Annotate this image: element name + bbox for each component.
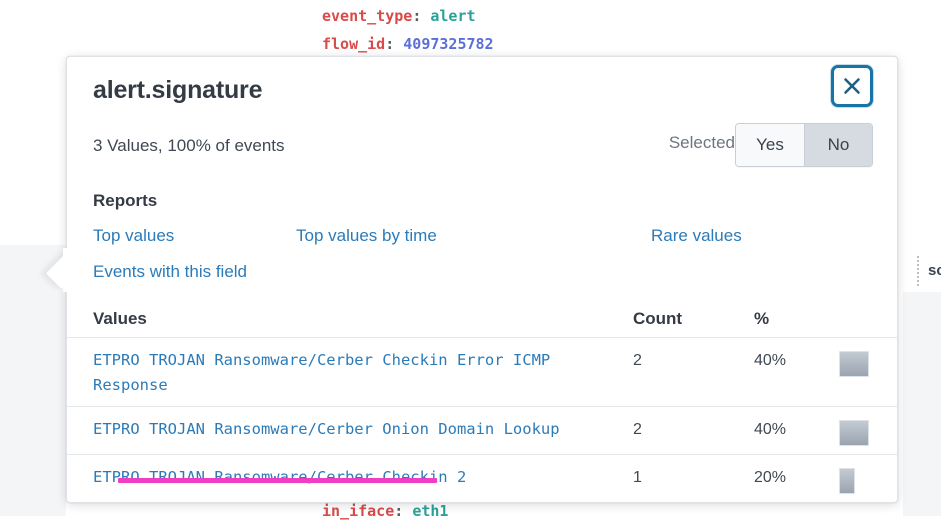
value-bar [839,351,869,377]
cell-bar [839,348,871,377]
field-details-popover: alert.signature 3 Values, 100% of events… [66,56,898,503]
json-key: event_type [322,7,413,25]
dotted-divider [917,256,919,286]
json-value: 4097325782 [403,35,494,53]
value-bar [839,468,855,494]
cell-bar [839,417,871,446]
report-link-events-with-field[interactable]: Events with this field [93,262,248,281]
column-header-count: Count [633,309,683,328]
left-gutter-band [0,245,66,516]
selected-toggle-yes[interactable]: Yes [736,124,804,166]
right-gutter-band [903,292,941,516]
annotation-underline [118,478,437,483]
report-link-top-values-by-time[interactable]: Top values by time [296,226,437,245]
report-link-top-values[interactable]: Top values [93,226,175,245]
json-key: in_iface [322,502,395,520]
cell-percent: 20% [754,469,787,486]
table-row[interactable]: ETPRO TROJAN Ransomware/Cerber Checkin E… [67,338,897,407]
values-table: Values Count % ETPRO TROJAN Ransomware/C… [67,304,897,502]
cell-bar [839,465,871,494]
json-separator: : [412,7,422,25]
json-line-flow-id: flow_id: 4097325782 [322,35,494,53]
cell-percent: 40% [754,352,787,369]
page-title: alert.signature [93,76,263,104]
json-separator: : [394,502,404,520]
cell-count: 1 [633,469,642,486]
cell-value: ETPRO TROJAN Ransomware/Cerber Checkin E… [93,348,633,398]
reports-heading: Reports [93,191,158,210]
value-bar [839,420,869,446]
selected-toggle-no[interactable]: No [804,124,872,166]
cell-count: 2 [633,352,642,369]
json-line-in-iface: in_iface: eth1 [322,502,448,520]
close-button[interactable] [831,65,873,107]
selected-label: Selected [668,133,735,152]
json-value: alert [430,7,476,25]
cell-percent: 40% [754,421,787,438]
values-summary: 3 Values, 100% of events [93,136,285,155]
report-link-rare-values[interactable]: Rare values [651,226,742,245]
json-separator: : [385,35,395,53]
cell-count: 2 [633,421,642,438]
json-line-event-type: event_type: alert [322,7,476,25]
background-right-label: sc [928,262,941,279]
close-icon [842,76,862,96]
value-link[interactable]: ETPRO TROJAN Ransomware/Cerber Onion Dom… [93,420,560,438]
value-link[interactable]: ETPRO TROJAN Ransomware/Cerber Checkin E… [93,351,551,394]
json-value: eth1 [412,502,449,520]
column-header-values: Values [93,309,147,328]
json-key: flow_id [322,35,386,53]
table-header-row: Values Count % [67,304,897,338]
selected-toggle-group[interactable]: Yes No [735,123,873,167]
column-header-percent: % [754,309,770,328]
popover-pointer-mask [63,248,73,292]
cell-value: ETPRO TROJAN Ransomware/Cerber Onion Dom… [93,417,633,442]
table-row[interactable]: ETPRO TROJAN Ransomware/Cerber Onion Dom… [67,407,897,455]
